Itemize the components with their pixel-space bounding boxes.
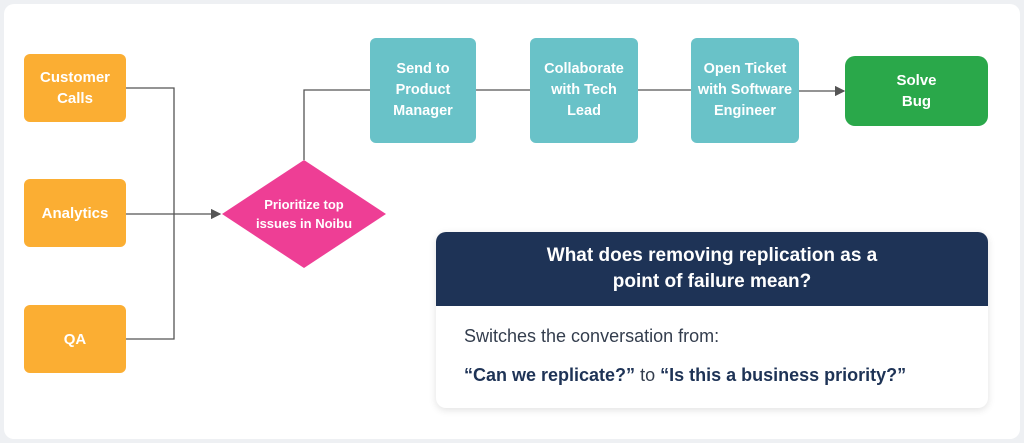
prioritize-decision-node: Prioritize top issues in Noibu [222, 160, 386, 268]
connector-prioritize-to-pm [303, 89, 370, 160]
qa-node: QA [24, 305, 126, 373]
analytics-node: Analytics [24, 179, 126, 247]
qa-label: QA [63, 330, 87, 348]
collaborate-label: Collaborate with Tech Lead [544, 61, 624, 119]
diamond-shape [222, 160, 386, 268]
send-to-pm-node: Send to Product Manager [370, 38, 476, 143]
quote-to: “Is this a business priority?” [660, 365, 907, 385]
callout-title: What does removing replication as a poin… [546, 245, 878, 292]
open-ticket-label: Open Ticket with Software Engineer [697, 61, 793, 119]
analytics-label: Analytics [41, 204, 109, 222]
quote-connector: to [640, 365, 656, 385]
solve-bug-node: Solve Bug [845, 56, 988, 126]
customer-calls-label: Customer Calls [39, 69, 110, 107]
solve-bug-label: Solve Bug [896, 72, 937, 110]
connector-qa [126, 214, 175, 340]
quote-from: “Can we replicate?” [464, 365, 636, 385]
callout-quote-line: “Can we replicate?” to “Is this a busine… [464, 365, 960, 386]
send-to-pm-label: Send to Product Manager [393, 61, 453, 119]
connector-customer-calls [126, 87, 175, 214]
callout-body: Switches the conversation from: “Can we … [436, 306, 988, 406]
open-ticket-node: Open Ticket with Software Engineer [691, 38, 799, 143]
callout-header: What does removing replication as a poin… [436, 232, 988, 306]
callout-card: What does removing replication as a poin… [436, 232, 988, 408]
callout-subtitle: Switches the conversation from: [464, 326, 720, 346]
customer-calls-node: Customer Calls [24, 54, 126, 122]
prioritize-label: Prioritize top issues in Noibu [255, 197, 353, 231]
collaborate-node: Collaborate with Tech Lead [530, 38, 638, 143]
